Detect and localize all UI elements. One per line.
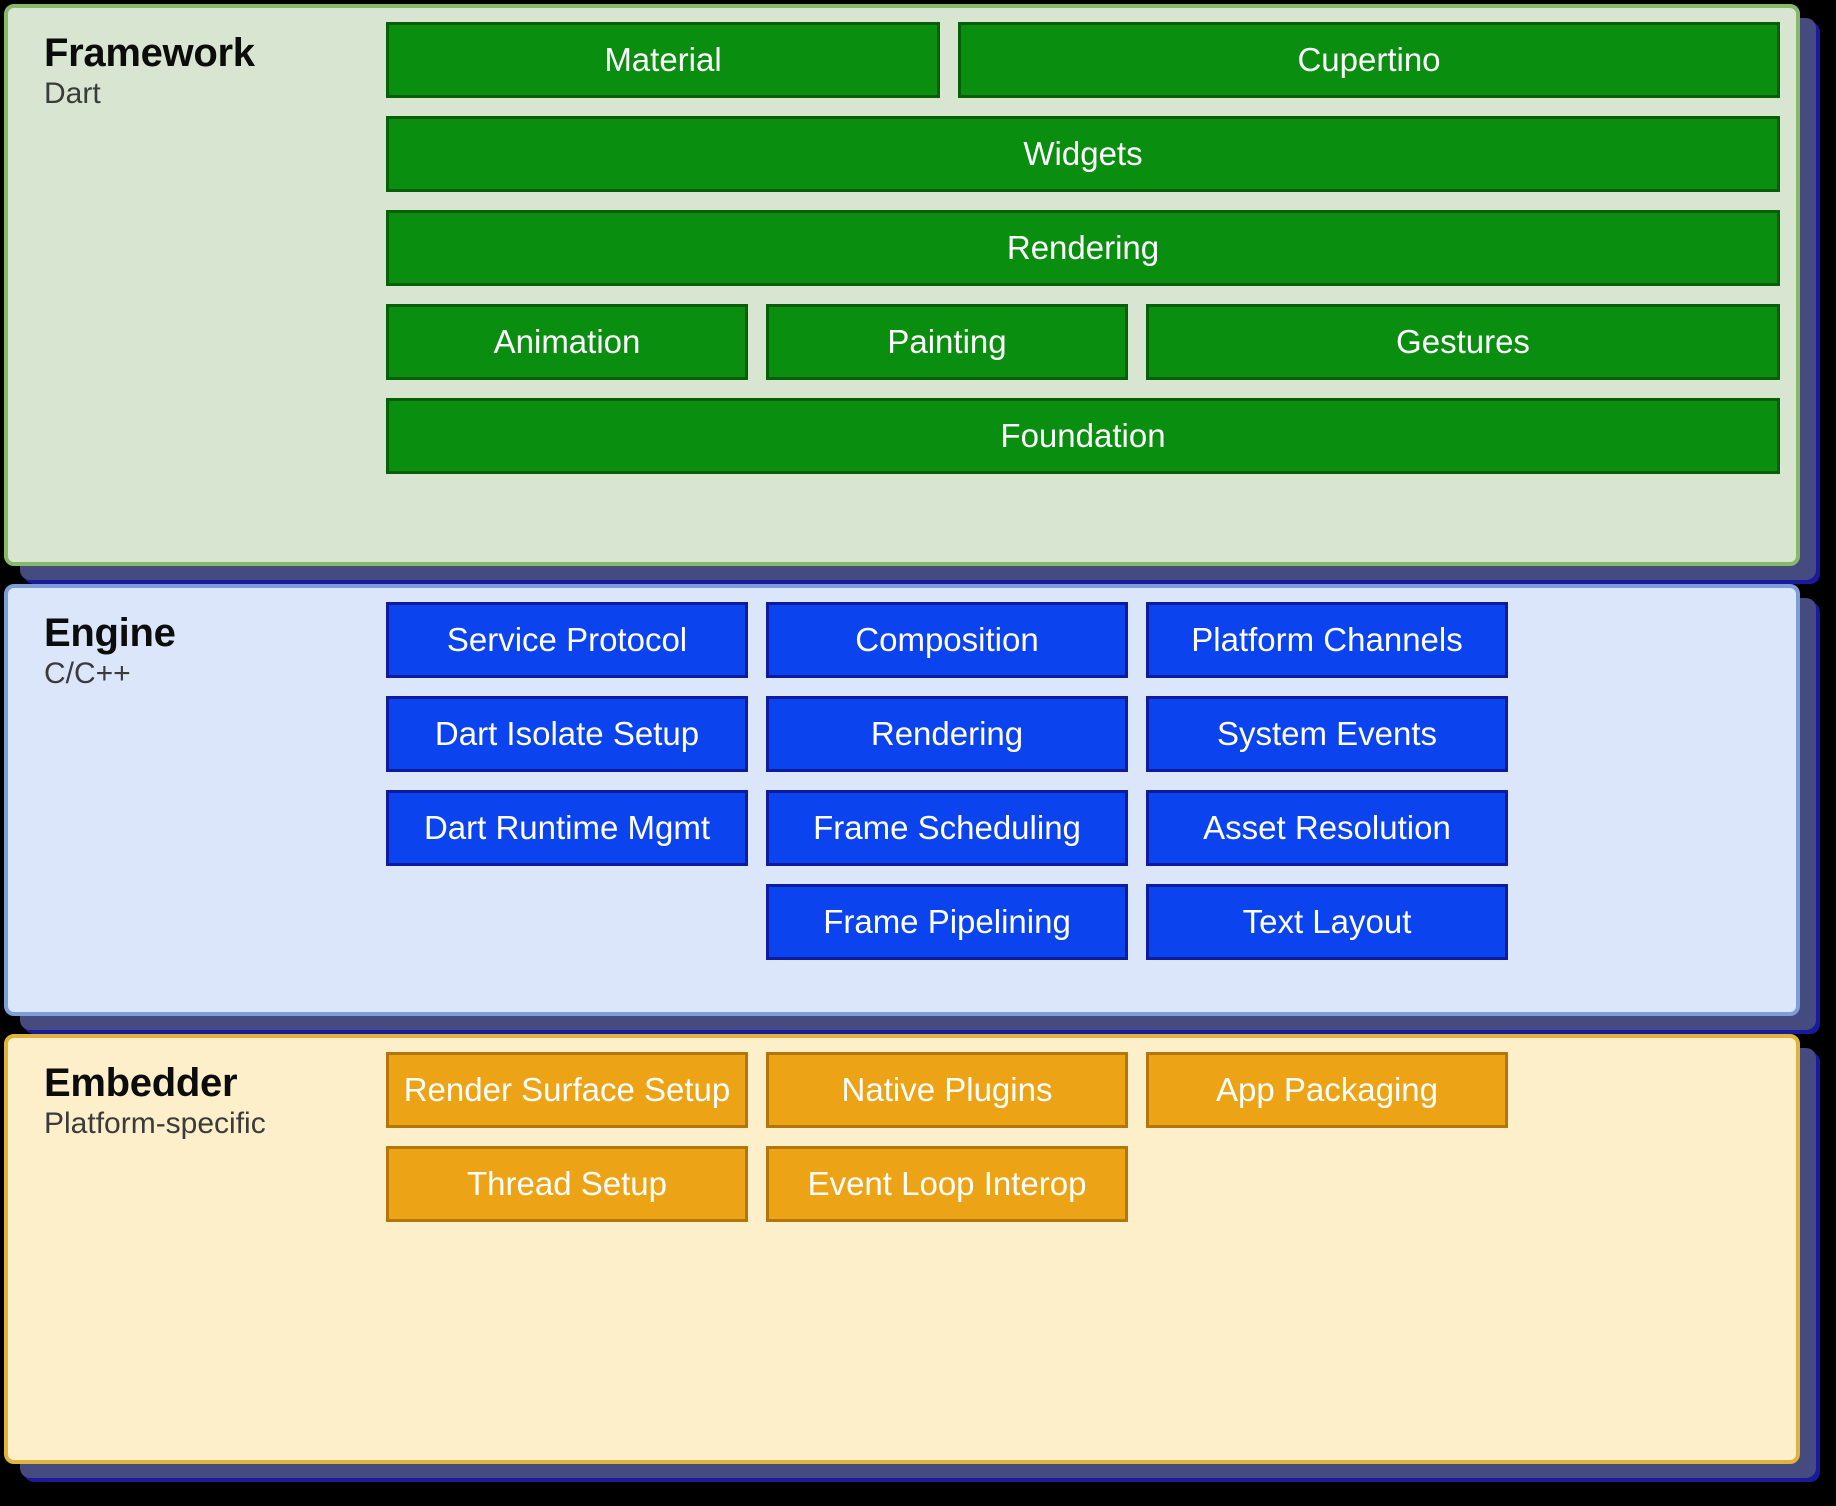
block-rendering-engine[interactable]: Rendering xyxy=(766,696,1128,772)
block-row: Render Surface Setup Native Plugins App … xyxy=(386,1052,1780,1128)
block-material[interactable]: Material xyxy=(386,22,940,98)
layer-framework-subtitle: Dart xyxy=(44,77,101,111)
block-system-events[interactable]: System Events xyxy=(1146,696,1508,772)
block-service-protocol[interactable]: Service Protocol xyxy=(386,602,748,678)
block-widgets[interactable]: Widgets xyxy=(386,116,1780,192)
block-row: Dart Isolate Setup Rendering System Even… xyxy=(386,696,1780,772)
layer-embedder-heading: Embedder Platform-specific xyxy=(26,1048,386,1143)
block-asset-resolution[interactable]: Asset Resolution xyxy=(1146,790,1508,866)
block-frame-pipelining[interactable]: Frame Pipelining xyxy=(766,884,1128,960)
block-app-packaging[interactable]: App Packaging xyxy=(1146,1052,1508,1128)
block-row: Dart Runtime Mgmt Frame Scheduling Asset… xyxy=(386,790,1780,866)
block-event-loop-interop[interactable]: Event Loop Interop xyxy=(766,1146,1128,1222)
layer-engine-heading: Engine C/C++ xyxy=(26,598,386,693)
block-row: Frame Pipelining Text Layout xyxy=(386,884,1780,960)
layer-embedder-blocks: Render Surface Setup Native Plugins App … xyxy=(386,1048,1780,1222)
layer-framework-title: Framework xyxy=(44,31,255,75)
block-platform-channels[interactable]: Platform Channels xyxy=(1146,602,1508,678)
block-animation[interactable]: Animation xyxy=(386,304,748,380)
layer-framework-heading: Framework Dart xyxy=(26,18,386,113)
block-dart-isolate-setup[interactable]: Dart Isolate Setup xyxy=(386,696,748,772)
layer-framework-blocks: Material Cupertino Widgets Rendering Ani… xyxy=(386,18,1780,474)
block-cupertino[interactable]: Cupertino xyxy=(958,22,1780,98)
block-dart-runtime-mgmt[interactable]: Dart Runtime Mgmt xyxy=(386,790,748,866)
block-thread-setup[interactable]: Thread Setup xyxy=(386,1146,748,1222)
block-composition[interactable]: Composition xyxy=(766,602,1128,678)
layer-engine-title: Engine xyxy=(44,611,176,655)
block-native-plugins[interactable]: Native Plugins xyxy=(766,1052,1128,1128)
block-row: Animation Painting Gestures xyxy=(386,304,1780,380)
block-gestures[interactable]: Gestures xyxy=(1146,304,1780,380)
layer-engine-blocks: Service Protocol Composition Platform Ch… xyxy=(386,598,1780,960)
block-text-layout[interactable]: Text Layout xyxy=(1146,884,1508,960)
block-rendering-framework[interactable]: Rendering xyxy=(386,210,1780,286)
layer-engine: Engine C/C++ Service Protocol Compositio… xyxy=(4,584,1800,1016)
block-row: Foundation xyxy=(386,398,1780,474)
block-row: Thread Setup Event Loop Interop xyxy=(386,1146,1780,1222)
layer-embedder: Embedder Platform-specific Render Surfac… xyxy=(4,1034,1800,1464)
layer-embedder-title: Embedder xyxy=(44,1061,238,1105)
block-painting[interactable]: Painting xyxy=(766,304,1128,380)
block-row: Widgets xyxy=(386,116,1780,192)
block-render-surface-setup[interactable]: Render Surface Setup xyxy=(386,1052,748,1128)
block-row: Rendering xyxy=(386,210,1780,286)
block-row: Material Cupertino xyxy=(386,22,1780,98)
block-frame-scheduling[interactable]: Frame Scheduling xyxy=(766,790,1128,866)
block-foundation[interactable]: Foundation xyxy=(386,398,1780,474)
layer-embedder-subtitle: Platform-specific xyxy=(44,1107,266,1141)
layer-engine-subtitle: C/C++ xyxy=(44,657,131,691)
block-row: Service Protocol Composition Platform Ch… xyxy=(386,602,1780,678)
layer-framework: Framework Dart Material Cupertino Widget… xyxy=(4,4,1800,566)
